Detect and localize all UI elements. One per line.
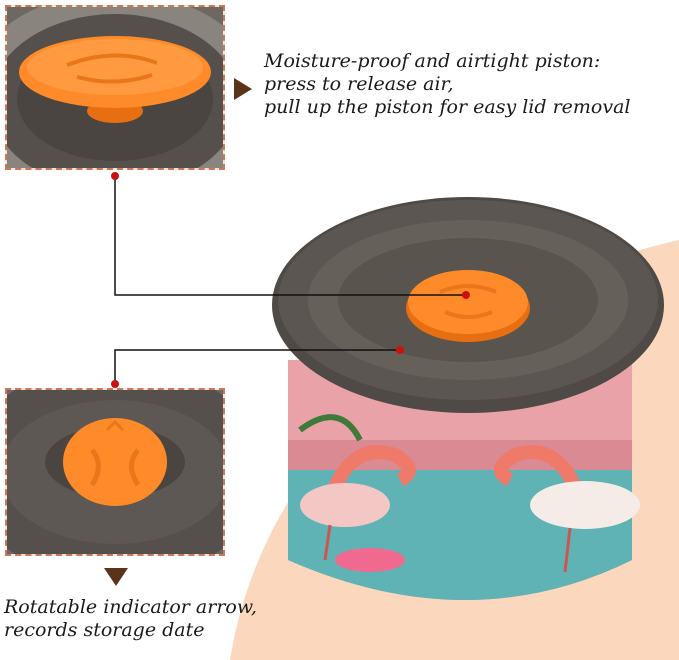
indicator-closeup-image	[5, 388, 225, 556]
arrow-caption-line-2: records storage date	[4, 619, 205, 641]
caption-arrow-down-icon	[104, 568, 128, 586]
piston-caption-line-1: Moisture-proof and airtight piston:	[264, 50, 601, 72]
caption-arrow-right-icon	[234, 78, 252, 100]
arrow-caption-line-1: Rotatable indicator arrow,	[4, 596, 257, 618]
arrow-caption: Rotatable indicator arrow, records stora…	[4, 596, 257, 642]
piston-caption-line-3: pull up the piston for easy lid removal	[264, 96, 631, 118]
piston-caption: Moisture-proof and airtight piston: pres…	[264, 50, 631, 119]
piston-caption-line-2: press to release air,	[264, 73, 454, 95]
piston-closeup-image	[5, 5, 225, 170]
